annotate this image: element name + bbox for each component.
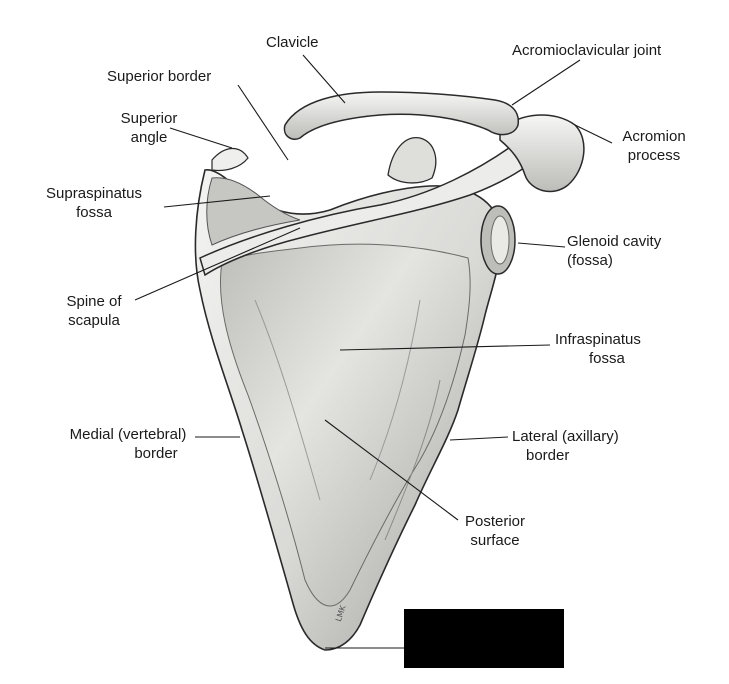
label-supraspinatus-fossa-line-2: fossa: [76, 204, 112, 221]
label-glenoid-cavity-line-1: Glenoid cavity: [567, 233, 662, 250]
leader-superior-angle: [169, 127, 233, 149]
label-infraspinatus-fossa-line-2: fossa: [589, 350, 625, 367]
label-superior-angle: Superior angle: [110, 109, 188, 147]
label-clavicle-line-1: Clavicle: [266, 34, 319, 51]
leader-acromion-process: [574, 124, 613, 144]
coracoid-process-shape: [387, 137, 437, 184]
leader-supraspinatus-fossa: [163, 195, 271, 208]
label-acromioclavicular-joint: Acromioclavicular joint: [512, 41, 661, 60]
label-spine-of-scapula-line-1: Spine of: [66, 293, 122, 310]
label-lateral-border-line-1: Lateral (axillary): [512, 428, 619, 445]
label-posterior-surface-line-1: Posterior: [464, 513, 526, 530]
label-spine-of-scapula: Spine of scapula: [50, 292, 138, 330]
label-lateral-border: Lateral (axillary) border: [512, 427, 619, 465]
acromion-process-shape: [499, 114, 585, 193]
label-infraspinatus-fossa: Infraspinatus fossa: [555, 330, 641, 368]
label-superior-border: Superior border: [107, 67, 211, 86]
label-medial-border-line-1: Medial (vertebral): [69, 426, 187, 443]
label-acromion-process-line-1: Acromion: [622, 128, 686, 145]
label-acromion-process-line-2: process: [627, 147, 681, 164]
leader-lines: [134, 54, 613, 649]
leader-clavicle: [302, 54, 346, 104]
label-superior-angle-line-2: angle: [130, 129, 168, 146]
label-clavicle: Clavicle: [266, 33, 319, 52]
redaction-box: [404, 609, 564, 668]
infraspinatus-fossa-surface: [219, 243, 471, 607]
label-medial-border-line-2: border: [134, 445, 178, 462]
clavicle-shape: [283, 91, 520, 140]
label-superior-angle-line-1: Superior: [120, 110, 178, 127]
leader-superior-border: [237, 84, 289, 161]
label-posterior-surface-line-2: surface: [470, 532, 520, 549]
leader-glenoid-cavity: [517, 242, 566, 248]
label-medial-border: Medial (vertebral) border: [30, 425, 226, 463]
leader-spine-of-scapula: [134, 227, 301, 301]
label-glenoid-cavity-line-2: (fossa): [567, 252, 613, 269]
label-acromioclavicular-joint-line-1: Acromioclavicular joint: [512, 42, 662, 59]
label-supraspinatus-fossa-line-1: Supraspinatus: [46, 185, 142, 202]
label-infraspinatus-fossa-line-1: Infraspinatus: [555, 331, 641, 348]
label-posterior-surface: Posterior surface: [455, 512, 535, 550]
label-glenoid-cavity: Glenoid cavity (fossa): [567, 232, 661, 270]
label-lateral-border-line-2: border: [526, 447, 570, 464]
label-acromion-process: Acromion process: [616, 127, 692, 165]
label-superior-border-line-1: Superior border: [107, 68, 212, 85]
leader-posterior-surface: [324, 419, 459, 521]
superior-angle-shape: [211, 147, 249, 172]
leader-lateral-border: [449, 436, 509, 441]
label-spine-of-scapula-line-2: scapula: [68, 312, 120, 329]
leader-infraspinatus-fossa: [339, 344, 551, 351]
leader-acromioclavicular-joint: [511, 59, 581, 106]
supraspinatus-fossa-surface: [206, 177, 301, 246]
label-supraspinatus-fossa: Supraspinatus fossa: [24, 184, 164, 222]
